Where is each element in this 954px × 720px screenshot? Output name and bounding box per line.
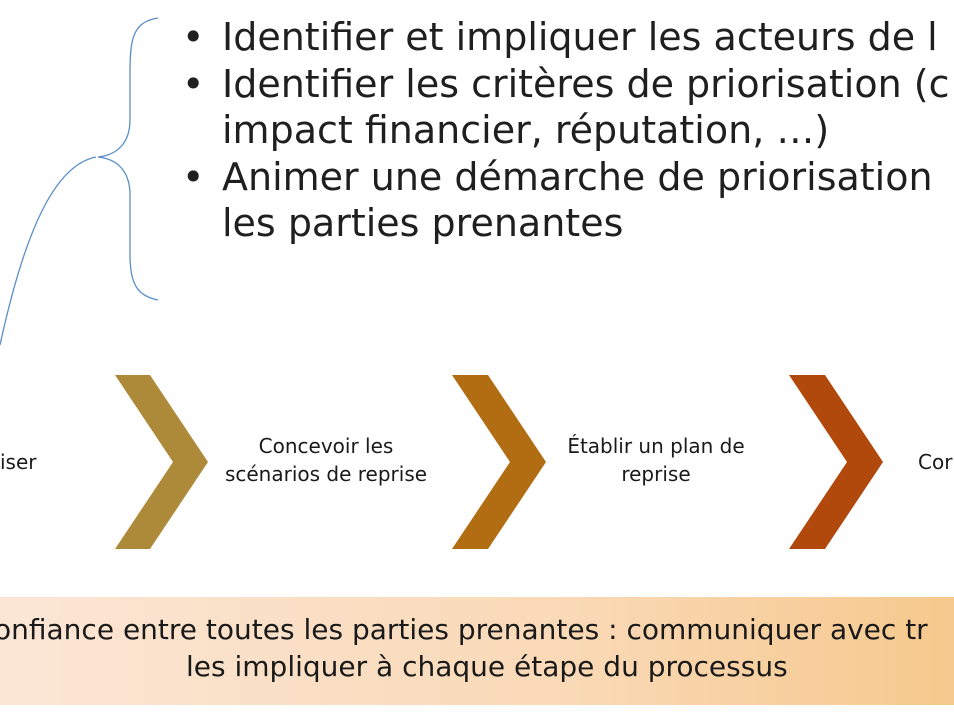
curly-brace bbox=[97, 17, 159, 301]
objective-item: • Animer une démarche de priorisation le… bbox=[182, 154, 954, 246]
trust-banner: onfiance entre toutes les parties prenan… bbox=[0, 597, 954, 705]
banner-line: onfiance entre toutes les parties prenan… bbox=[0, 613, 928, 646]
objective-text: Animer une démarche de priorisation les … bbox=[222, 155, 933, 245]
process-chevrons bbox=[115, 375, 883, 549]
bullet-dot: • bbox=[182, 62, 205, 106]
objective-text: Identifier et impliquer les acteurs de l bbox=[222, 15, 938, 59]
objective-item: • Identifier et impliquer les acteurs de… bbox=[182, 14, 954, 60]
chevron-arrow bbox=[452, 375, 546, 549]
banner-line: les impliquer à chaque étape du processu… bbox=[186, 650, 788, 683]
objective-text: Identifier les critères de priorisation … bbox=[222, 62, 950, 152]
connector-curve bbox=[0, 156, 97, 346]
objective-item: • Identifier les critères de priorisatio… bbox=[182, 61, 954, 153]
bullet-dot: • bbox=[182, 155, 205, 199]
chevron-arrow bbox=[115, 375, 208, 549]
chevron-arrow bbox=[789, 375, 883, 549]
step-label: Concevoir les scénarios de reprise bbox=[224, 434, 428, 486]
step-label: iser bbox=[0, 450, 37, 474]
bullet-dot: • bbox=[182, 15, 205, 59]
objectives-list: • Identifier et impliquer les acteurs de… bbox=[182, 14, 954, 247]
step-label: Établir un plan de reprise bbox=[567, 434, 745, 486]
step-label: Cor bbox=[918, 450, 953, 474]
